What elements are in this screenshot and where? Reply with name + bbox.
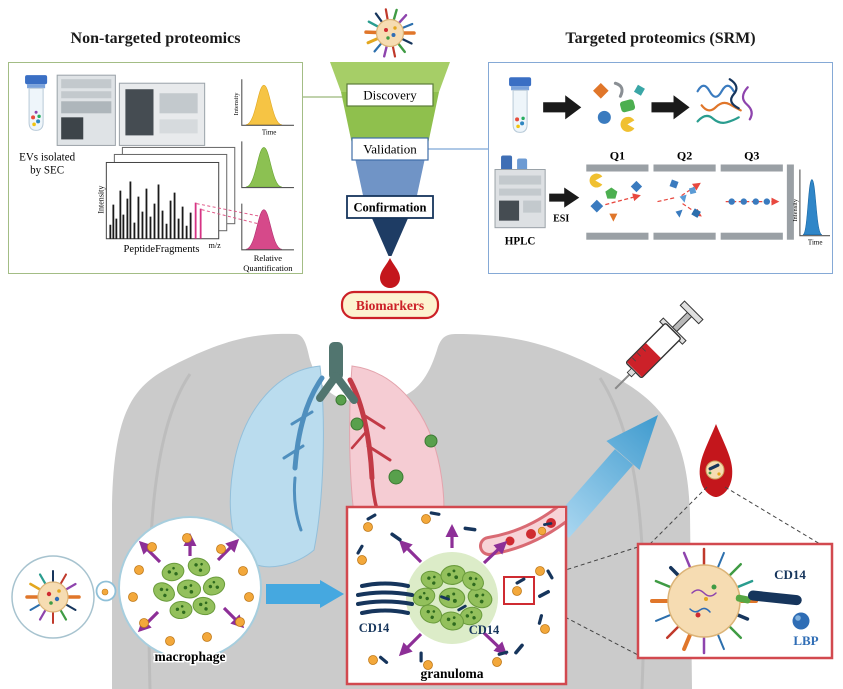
svg-text:Confirmation: Confirmation (354, 201, 427, 215)
ev-zoom-circle (11, 555, 95, 639)
targeted-panel: Q1 Q2 Q3 HPLC ESI (488, 62, 833, 274)
lbp-highlight (795, 615, 801, 621)
svg-text:Intensity: Intensity (792, 198, 799, 221)
quadrupole-rails (586, 164, 794, 240)
blood-drop (699, 424, 733, 497)
peptide-squiggles (696, 78, 753, 124)
q3-selected-ions (725, 197, 780, 206)
cd14-label-left: CD14 (359, 621, 390, 635)
blood-drop-icon (380, 258, 400, 288)
granuloma-label: granuloma (420, 666, 483, 681)
svg-text:Time: Time (808, 239, 823, 247)
hplc-label: HPLC (505, 236, 536, 248)
bronchi (282, 375, 325, 532)
lbp-molecule (792, 612, 810, 630)
chromatogram-pink (241, 203, 294, 251)
svg-text:m/z: m/z (209, 241, 221, 250)
spectra-caption: PeptideFragments (124, 244, 200, 255)
syringe-icon (614, 300, 704, 390)
ev-caption-line1: EVs isolated (19, 151, 75, 163)
q2-label: Q2 (677, 148, 692, 162)
q2-fragmentation (657, 179, 702, 218)
svg-text:Discovery: Discovery (363, 88, 417, 103)
chromatogram-blue: Intensity Time (792, 169, 830, 247)
gpi-anchor (735, 594, 751, 604)
svg-text:Biomarkers: Biomarkers (356, 298, 424, 313)
quant-link-line-1 (196, 203, 262, 218)
arrow-digest (543, 95, 582, 120)
ev-particles (128, 533, 254, 646)
zoom-guides (533, 486, 821, 656)
quant-caption-line1: Relative (254, 253, 283, 263)
ev-icon-small (25, 570, 81, 624)
right-panel-title: Targeted proteomics (SRM) (565, 30, 756, 47)
q3-label: Q3 (744, 148, 759, 162)
svg-text:Validation: Validation (363, 142, 417, 157)
funnel-label-confirmation: Confirmation (346, 195, 434, 219)
macrophage-zoom: macrophage (118, 516, 262, 666)
chromatogram-yellow: Intensity Time (233, 79, 294, 136)
macrophage-label: macrophage (155, 649, 226, 664)
svg-text:Intensity: Intensity (233, 92, 240, 116)
funnel-diagram: Discovery Validation Confirmation Biomar… (325, 0, 455, 330)
lbp-label: LBP (793, 633, 818, 648)
funnel-label-validation: Validation (351, 137, 429, 161)
funnel-label-discovery: Discovery (346, 83, 434, 107)
membrane-stack (356, 581, 414, 615)
sample-tube-icon (25, 75, 48, 131)
q1-label: Q1 (610, 148, 625, 162)
svg-text:Intensity: Intensity (96, 186, 105, 214)
esi-label: ESI (553, 214, 569, 225)
digested-proteins (593, 81, 645, 132)
quant-caption-line2: Quantification (243, 263, 293, 273)
q1-ions (589, 173, 643, 222)
lcms-instrument-icon (56, 74, 206, 146)
cd14-molecule (747, 590, 802, 606)
ev-caption-line2: by SEC (30, 165, 64, 177)
chromatogram-green (241, 141, 294, 189)
release-arrows (398, 524, 508, 657)
mass-spectra: Intensity m/z (96, 146, 236, 250)
zoom-link-circle (95, 580, 117, 602)
blood-sampling-arrow (550, 415, 658, 538)
ev-zoom-box: CD14 LBP (636, 542, 834, 660)
progression-arrow (266, 580, 344, 608)
granuloma-box: CD14 CD14 granuloma (345, 504, 568, 686)
sample-tube-icon (509, 77, 532, 133)
cd14-zoom-label: CD14 (774, 567, 806, 582)
arrow-esi (549, 187, 580, 208)
biomarkers-badge: Biomarkers (340, 290, 440, 320)
svg-text:Time: Time (262, 128, 277, 136)
trachea (316, 342, 358, 404)
left-panel-title: Non-targeted proteomics (70, 30, 241, 47)
cd14-label-right: CD14 (469, 623, 500, 637)
quant-link-line-2 (201, 209, 258, 225)
ev-icon (364, 8, 416, 58)
arrow-peptides (651, 95, 690, 120)
hplc-icon (494, 155, 546, 229)
non-targeted-panel: EVs isolated by SEC Intensity m/z Peptid… (8, 62, 303, 274)
